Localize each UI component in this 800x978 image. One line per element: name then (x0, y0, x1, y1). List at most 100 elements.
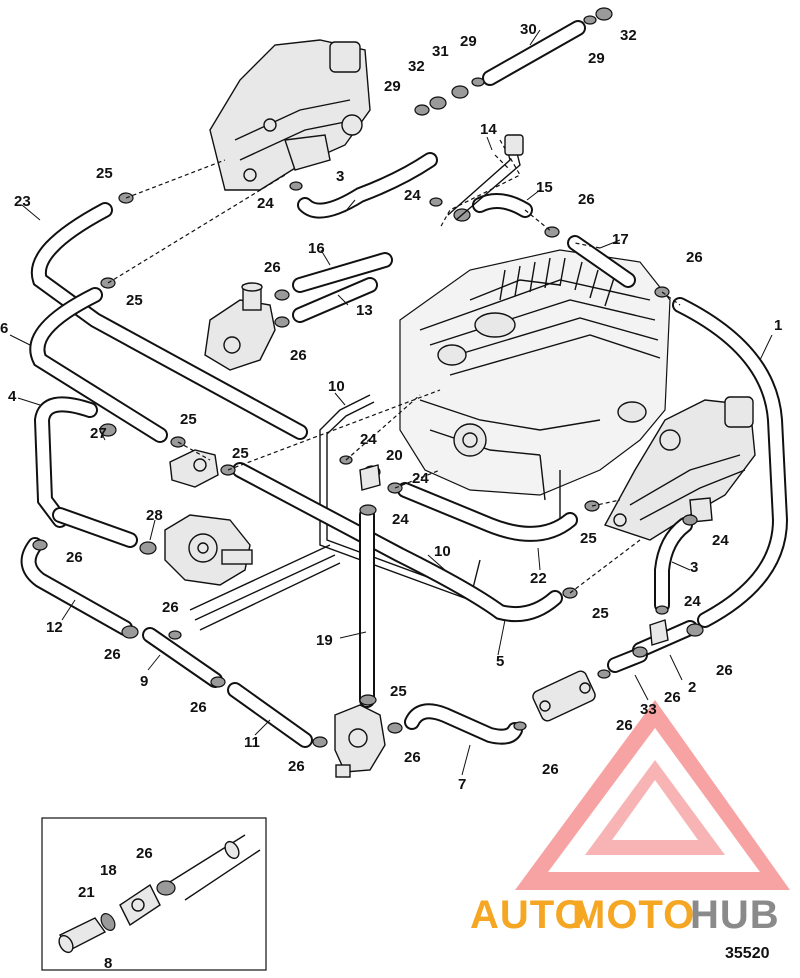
hose-1 (672, 297, 789, 628)
callout-25: 25 (232, 445, 249, 462)
callout-7: 7 (458, 776, 466, 793)
hose-14 (447, 134, 524, 221)
hose-15 (472, 193, 533, 218)
hoses (20, 20, 789, 748)
callout-24: 24 (392, 511, 409, 528)
watermark-moto: MOTO (572, 893, 695, 937)
callout-26: 26 (404, 749, 421, 766)
figure-id: 35520 (725, 945, 770, 962)
callout-24: 24 (684, 593, 701, 610)
callout-26: 26 (686, 249, 703, 266)
callout-25: 25 (96, 165, 113, 182)
callout-26: 26 (616, 717, 633, 734)
callout-4: 4 (8, 388, 17, 405)
callout-25: 25 (390, 683, 407, 700)
hose-3-lower (654, 517, 693, 613)
callout-26: 26 (104, 646, 121, 663)
inset-detail (41, 817, 267, 971)
callout-31: 31 (432, 43, 449, 60)
callout-32: 32 (620, 27, 637, 44)
callout-24: 24 (712, 532, 729, 549)
callout-26: 26 (66, 549, 83, 566)
callout-25: 25 (180, 411, 197, 428)
callout-16: 16 (308, 240, 325, 257)
callout-10: 10 (328, 378, 345, 395)
hose-12 (20, 537, 133, 636)
callout-13: 13 (356, 302, 373, 319)
callout-32: 32 (408, 58, 425, 75)
exhaust-manifold-starboard (603, 396, 756, 541)
lower-valve-housing (334, 704, 386, 778)
callout-26: 26 (136, 845, 153, 862)
hose-7 (404, 703, 523, 745)
hose-6 (29, 287, 168, 443)
callout-23: 23 (14, 193, 31, 210)
callout-30: 30 (520, 21, 537, 38)
tee-fitting (169, 449, 219, 488)
callout-6: 6 (0, 320, 8, 337)
hose-28 (52, 507, 138, 548)
callout-3: 3 (336, 168, 344, 185)
callout-19: 19 (316, 632, 333, 649)
watermark-logo (515, 700, 790, 890)
callout-22: 22 (530, 570, 547, 587)
hose-11 (227, 682, 313, 748)
callout-26: 26 (190, 699, 207, 716)
callout-21: 21 (78, 884, 95, 901)
callout-24: 24 (360, 431, 377, 448)
hose-9 (142, 627, 223, 688)
callout-26: 26 (288, 758, 305, 775)
callout-3: 3 (690, 559, 698, 576)
callout-25: 25 (592, 605, 609, 622)
callout-26: 26 (542, 761, 559, 778)
watermark-hub: HUB (690, 893, 780, 937)
callout-24: 24 (257, 195, 274, 212)
callout-8: 8 (104, 955, 112, 972)
callout-33: 33 (640, 701, 657, 718)
hose-16 (292, 252, 393, 293)
callout-27: 27 (90, 425, 107, 442)
callout-18: 18 (100, 862, 117, 879)
callout-28: 28 (146, 507, 163, 524)
callout-29: 29 (384, 78, 401, 95)
intake-ribs (499, 257, 615, 307)
callout-25: 25 (580, 530, 597, 547)
callouts: 1 2 3 3 4 5 6 7 8 9 10 10 11 12 13 14 15… (0, 21, 782, 972)
callout-14: 14 (480, 121, 497, 138)
seawater-pump (164, 514, 253, 586)
callout-26: 26 (664, 689, 681, 706)
dashed-connections (107, 139, 681, 594)
pipe-17 (567, 235, 636, 288)
hose-23 (30, 202, 308, 440)
watermark-auto: AUTO (470, 893, 587, 937)
hose-4 (33, 396, 98, 528)
callout-26: 26 (716, 662, 733, 679)
hose-22 (397, 482, 578, 542)
callout-17: 17 (612, 231, 629, 248)
callout-12: 12 (46, 619, 63, 636)
callout-20: 20 (386, 447, 403, 464)
callout-26: 26 (264, 259, 281, 276)
clamps (32, 7, 704, 748)
callout-29: 29 (460, 33, 477, 50)
thermostat-housing (204, 282, 276, 371)
callout-2: 2 (688, 679, 696, 696)
callout-10: 10 (434, 543, 451, 560)
exhaust-manifold-port (209, 39, 371, 191)
callout-24: 24 (404, 187, 421, 204)
callout-25: 25 (126, 292, 143, 309)
heat-exchanger (532, 670, 596, 722)
leader-lines (9, 29, 773, 776)
callout-5: 5 (496, 653, 504, 670)
callout-9: 9 (140, 673, 148, 690)
hose-30 (482, 20, 586, 86)
callout-1: 1 (774, 317, 782, 334)
callout-26: 26 (162, 599, 179, 616)
engine-block (399, 249, 671, 520)
callout-26: 26 (578, 191, 595, 208)
watermark-wordmark: AUTO MOTO HUB (470, 893, 780, 937)
hose-3-top (297, 152, 438, 219)
callout-29: 29 (588, 50, 605, 67)
callout-24: 24 (412, 470, 429, 487)
